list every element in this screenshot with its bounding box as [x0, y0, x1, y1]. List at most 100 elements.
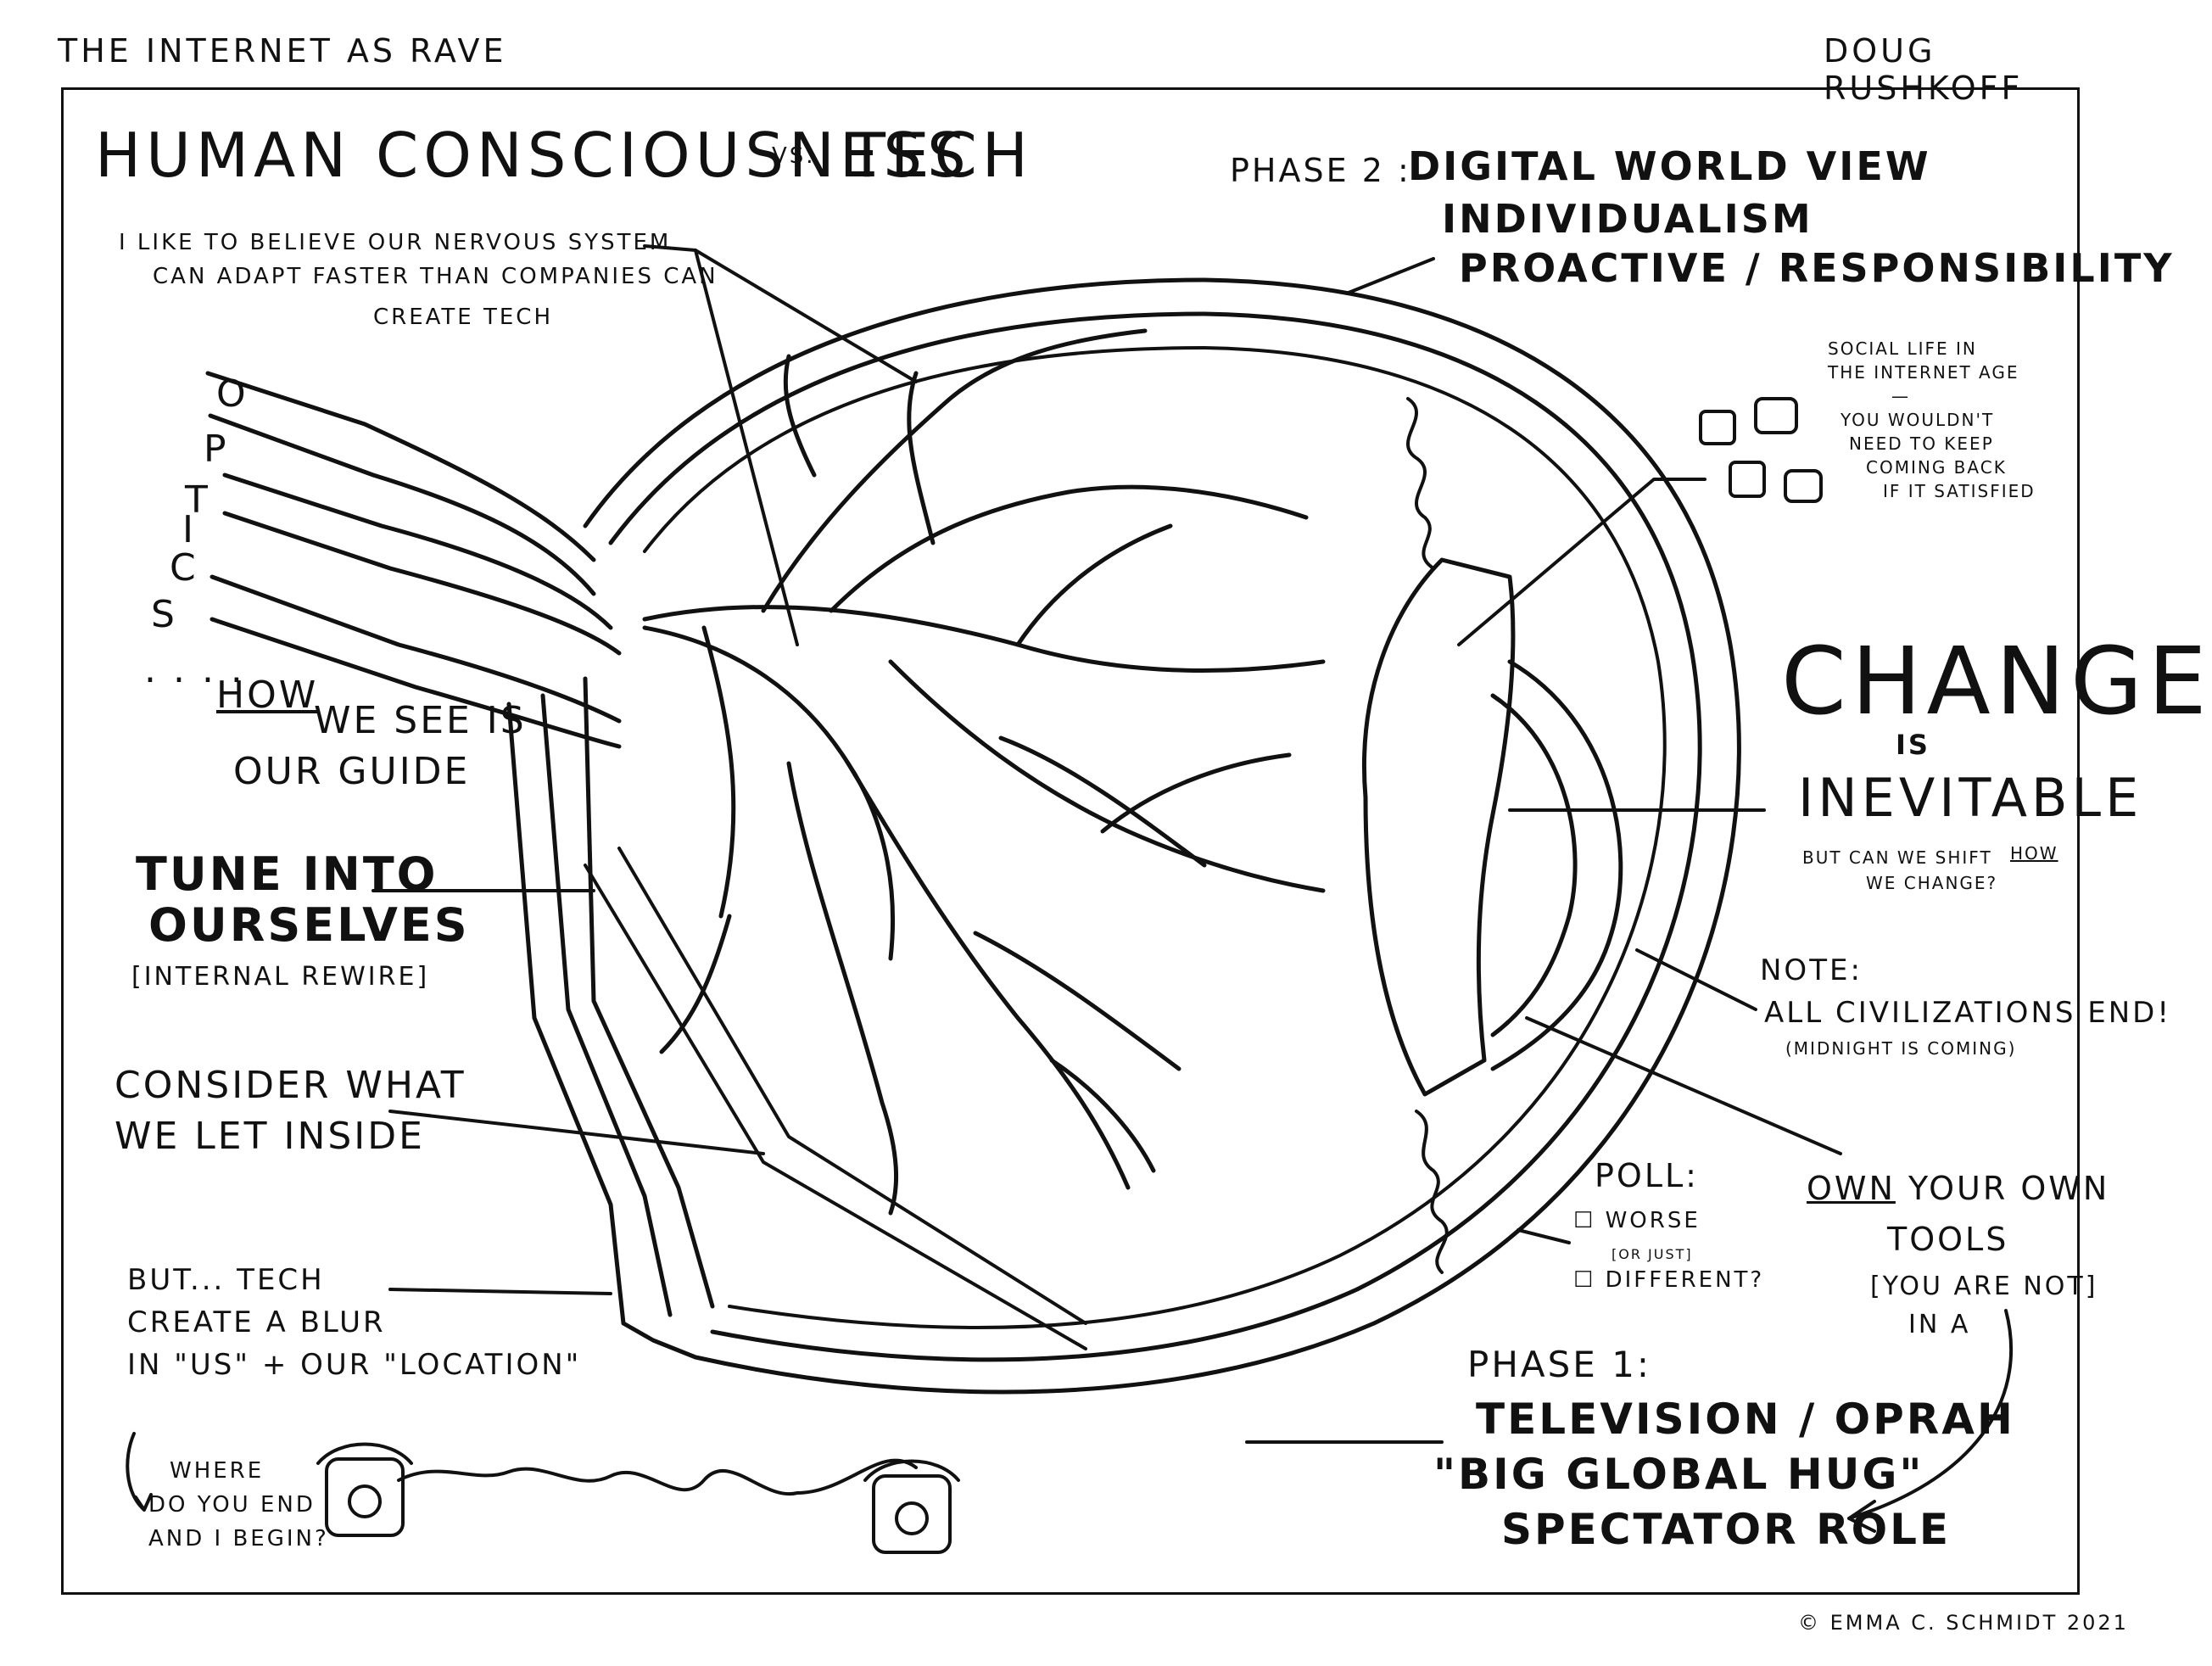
- own-in-a: IN A: [1908, 1310, 1971, 1339]
- change-is: IS: [1896, 729, 1930, 761]
- pointer-consider: [388, 1110, 765, 1155]
- cornea-curve: [1490, 693, 1578, 1037]
- optic-nerve-4: [222, 511, 622, 656]
- social-line-4: YOU WOULDN'T: [1841, 410, 1995, 430]
- eye-inner-layer: [643, 346, 1667, 1329]
- note-sub: (MIDNIGHT IS COMING): [1785, 1038, 2017, 1059]
- phase2-line-3: PROACTIVE / RESPONSIBILITY: [1459, 245, 2175, 291]
- lens-outline: [1361, 557, 1516, 1097]
- optics-letter-o: O: [216, 372, 249, 416]
- eye-lower-casing-2: [540, 693, 673, 1317]
- chat-bubbles-icon: [1699, 397, 1823, 503]
- phase2-label: PHASE 2 :: [1230, 152, 1411, 189]
- footer-credit: © EMMA C. SCHMIDT 2021: [1798, 1611, 2129, 1635]
- blur-line-1: BUT... TECH: [127, 1263, 325, 1297]
- note-nervous-3: CREATE TECH: [373, 305, 554, 330]
- social-line-5: NEED TO KEEP: [1849, 433, 1994, 454]
- note-text: ALL CIVILIZATIONS END!: [1764, 996, 2171, 1030]
- shift-how: HOW: [2010, 843, 2058, 864]
- pointer-nervous-2: [694, 249, 918, 383]
- how-we-see-how: HOW: [216, 674, 319, 717]
- optics-letter-t: T: [185, 478, 210, 522]
- consider-line-1: CONSIDER WHAT: [115, 1064, 466, 1107]
- ciliary-coil: [1406, 397, 1435, 570]
- social-line-7: IF IT SATISFIED: [1883, 481, 2036, 501]
- optics-letter-p: P: [204, 428, 229, 471]
- poll-opt-or: [OR JUST]: [1612, 1246, 1693, 1262]
- ciliary-coil-lower: [1415, 1110, 1449, 1274]
- poll-opt-2-text: DIFFERENT?: [1605, 1267, 1765, 1293]
- pointer-own: [1525, 1016, 1842, 1155]
- poll-opt-1: ☐ WORSE: [1573, 1208, 1701, 1234]
- social-line-2: THE INTERNET AGE: [1828, 362, 2019, 383]
- title-tech: TECH: [848, 120, 1033, 191]
- own-tools: TOOLS: [1887, 1221, 2009, 1258]
- eye-diagram: [126, 244, 2014, 1533]
- eye-lower-casing: [506, 702, 626, 1326]
- poll-opt-1-text: WORSE: [1605, 1208, 1701, 1233]
- tune-line-2: OURSELVES: [148, 898, 470, 952]
- tune-line-1: TUNE INTO: [136, 847, 438, 901]
- phase2-line-2: INDIVIDUALISM: [1442, 196, 1813, 242]
- where-line-2: DO YOU END: [148, 1492, 316, 1518]
- telephone-right-icon: [863, 1459, 960, 1554]
- arrow-own-down: [1847, 1309, 2014, 1533]
- note-nervous-1: I LIKE TO BELIEVE OUR NERVOUS SYSTEM: [119, 230, 672, 255]
- how-we-see-rest: WE SEE IS: [314, 699, 527, 742]
- checkbox-icon: ☐: [1573, 1208, 1606, 1233]
- poll-opt-2: ☐ DIFFERENT?: [1573, 1267, 1765, 1294]
- title-vs: VS.: [772, 143, 816, 169]
- social-line-6: COMING BACK: [1866, 457, 2007, 478]
- phone-cord: [397, 1458, 918, 1496]
- pointer-blur: [388, 1288, 612, 1295]
- optic-nerve-5: [209, 574, 622, 724]
- phase1-line-2: "BIG GLOBAL HUG": [1433, 1450, 1924, 1499]
- phase2-line-1: DIGITAL WORLD VIEW: [1408, 143, 1931, 189]
- own-not: [YOU ARE NOT]: [1870, 1272, 2098, 1301]
- phase1-line-1: TELEVISION / OPRAH: [1476, 1395, 2015, 1444]
- phase1-label: PHASE 1:: [1467, 1344, 1652, 1385]
- blur-line-2: CREATE A BLUR: [127, 1305, 386, 1339]
- page-title: HUMAN CONSCIOUSNESS: [95, 120, 971, 191]
- drawing-frame: [61, 87, 2080, 1595]
- optics-letter-i: I: [182, 508, 196, 551]
- blur-line-3: IN "US" + OUR "LOCATION": [127, 1348, 582, 1382]
- where-line-3: AND I BEGIN?: [148, 1526, 329, 1551]
- consider-line-2: WE LET INSIDE: [115, 1115, 425, 1158]
- optic-nerve-6: [209, 617, 622, 749]
- change-heading: CHANGE: [1781, 627, 2212, 735]
- telephone-left-icon: [316, 1442, 413, 1537]
- optics-dots: . . . .: [144, 648, 245, 691]
- own-underlined: OWN: [1807, 1170, 1896, 1207]
- header-title: THE INTERNET AS RAVE: [58, 32, 507, 70]
- optics-letter-s: S: [151, 593, 177, 636]
- pointer-poll: [1517, 1228, 1571, 1244]
- pointer-phase2: [1347, 257, 1435, 294]
- shift-line-1a: BUT CAN WE SHIFT: [1802, 847, 1992, 868]
- pointer-social: [1457, 478, 1706, 646]
- telephones: [316, 397, 1823, 1554]
- where-line-1: WHERE: [170, 1458, 265, 1484]
- phase1-line-3: SPECTATOR ROLE: [1501, 1505, 1952, 1554]
- shift-line-2: WE CHANGE?: [1866, 873, 1998, 893]
- optic-nerve-2: [208, 413, 596, 596]
- change-inevitable: INEVITABLE: [1798, 767, 2143, 829]
- optic-nerve-top: [205, 371, 596, 562]
- poll-label: POLL:: [1595, 1157, 1699, 1194]
- note-label: NOTE:: [1760, 953, 1863, 987]
- pointer-note: [1635, 948, 1757, 1011]
- optic-nerve-3: [222, 472, 613, 630]
- eye-inner-wall: [608, 311, 1702, 1362]
- checkbox-icon: ☐: [1573, 1267, 1606, 1293]
- note-nervous-2: CAN ADAPT FASTER THAN COMPANIES CAN: [153, 264, 718, 289]
- arrow-where: [126, 1432, 153, 1512]
- tune-sub: [INTERNAL REWIRE]: [131, 962, 430, 992]
- eye-lower-casing-3: [583, 676, 715, 1309]
- social-line-3: —: [1891, 386, 1910, 406]
- optics-letter-c: C: [170, 546, 198, 590]
- inner-wedge-2: [617, 847, 1087, 1325]
- eye-outer-wall: [583, 277, 1741, 1395]
- retinal-vessels: [642, 328, 1326, 1216]
- how-we-see-guide: OUR GUIDE: [233, 750, 471, 793]
- social-line-1: SOCIAL LIFE IN: [1828, 338, 1977, 359]
